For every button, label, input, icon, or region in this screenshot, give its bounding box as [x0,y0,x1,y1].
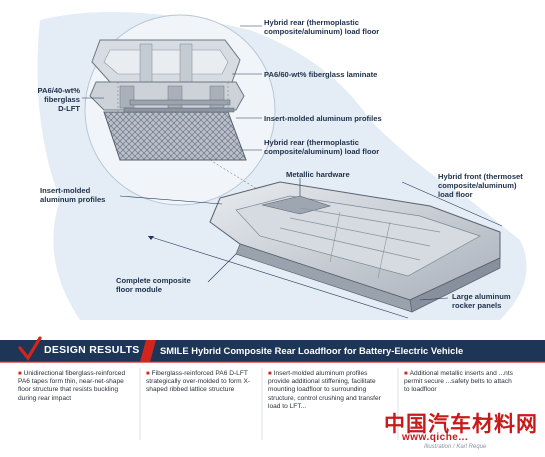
result-item: ■Insert-molded aluminum profiles provide… [268,370,381,410]
checkmark-icon [18,336,42,361]
label-pa6-60: PA6/60-wt% fiberglass laminate [264,70,378,79]
label-hybrid-rear-mid: Hybrid rear (thermoplastic composite/alu… [264,138,380,156]
label-pa6-40: PA6/40-wt% fiberglass D-LFT [37,86,80,113]
label-insert-profiles-right: Insert-molded aluminum profiles [264,114,382,123]
result-item: ■Fiberglass-reinforced PA6 D-LFT strateg… [146,370,251,394]
design-results-heading: DESIGN RESULTS [44,344,140,356]
label-insert-profiles-left: Insert-molded aluminum profiles [40,186,106,204]
rear-floor-mid-layer [89,81,245,111]
result-item: ■Unidirectional fiberglass-reinforced PA… [18,370,126,402]
banner-bg [0,340,545,362]
bullet-icon: ■ [404,371,408,377]
illustration-credit: Illustration / Karl Reque [424,444,487,450]
banner-divider [140,340,156,362]
bullet-icon: ■ [268,371,272,377]
insert-profiles-top [123,99,235,113]
bullet-icon: ■ [18,371,22,377]
label-hybrid-front: Hybrid front (thermoset composite/alumin… [438,172,523,199]
leader-lines [82,25,449,301]
label-metallic-hardware: Metallic hardware [286,170,350,179]
result-item: ■Additional metallic inserts and ...nts … [404,370,513,394]
watermark-url: www.qiche... [402,432,469,443]
label-rocker-panels: Large aluminum rocker panels [452,292,511,310]
banner-title: SMILE Hybrid Composite Rear Loadfloor fo… [160,345,464,356]
bullet-icon: ■ [146,371,150,377]
rear-floor-lattice-layer [103,111,247,161]
label-complete-module: Complete composite floor module [116,276,191,294]
label-hybrid-rear-top: Hybrid rear (thermoplastic composite/alu… [264,18,380,36]
watermark-text: 中国汽车材料网 [384,413,538,436]
rear-floor-top-layer [91,39,241,85]
complete-floor-module [209,181,501,313]
